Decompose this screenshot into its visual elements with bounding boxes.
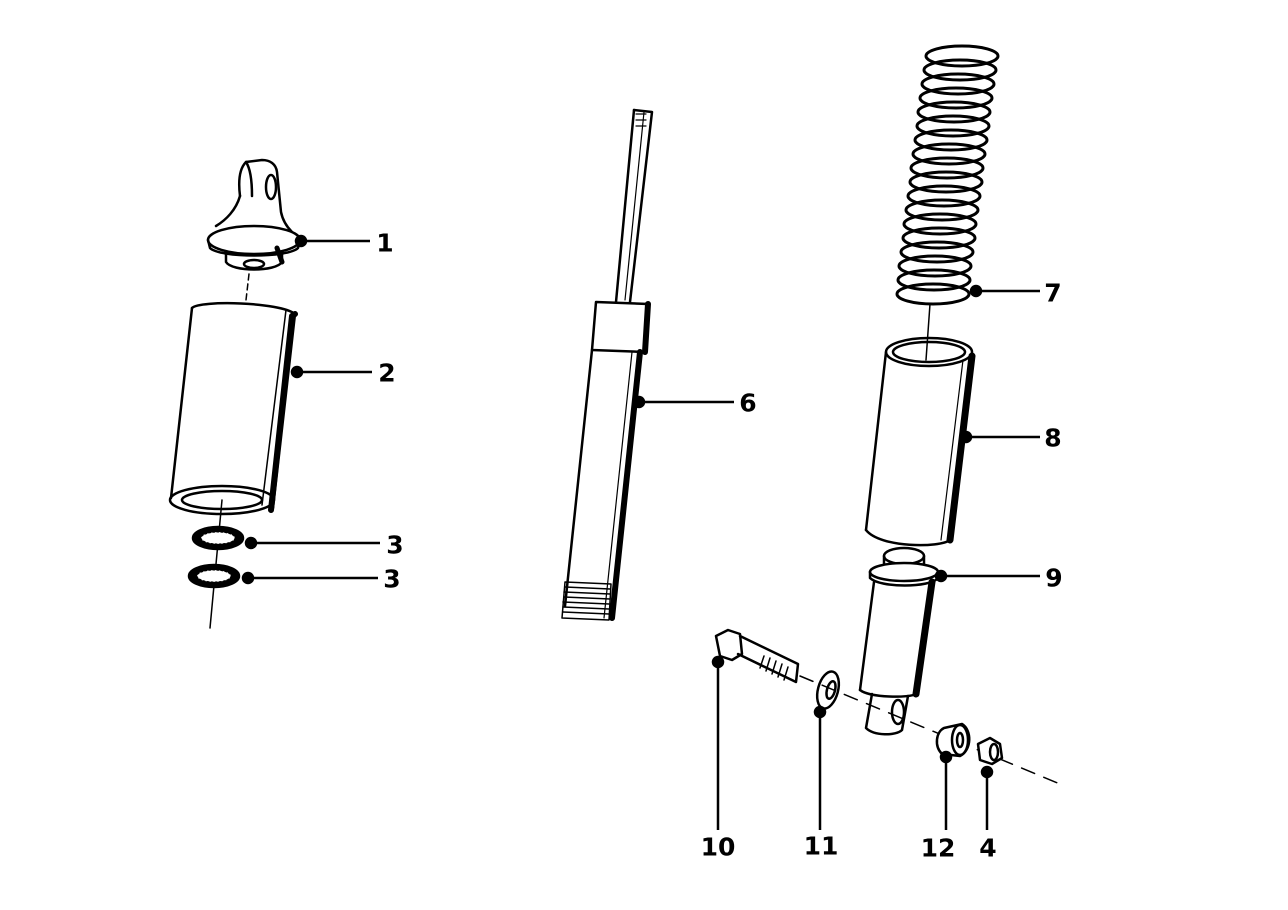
callout-label-10: 10: [700, 832, 736, 862]
leader-2: [290, 365, 372, 379]
leader-4: [980, 765, 994, 830]
part-8-outer-tube-icon: [864, 336, 976, 547]
callout-label-3-upper: 3: [386, 530, 404, 560]
part-6-shock-absorber-icon: [561, 108, 654, 621]
callout-label-12: 12: [920, 833, 956, 863]
callout-label-2: 2: [378, 358, 396, 388]
leader-12: [939, 750, 953, 830]
leader-10: [711, 655, 725, 830]
leader-11: [813, 705, 827, 830]
leader-3a: [244, 536, 380, 550]
leader-8: [959, 430, 1040, 444]
callout-label-4: 4: [979, 833, 997, 863]
part-4-hex-nut-icon: [976, 736, 1004, 766]
axis-line-left: [245, 273, 250, 301]
part-11-washer-icon: [815, 670, 841, 710]
callout-label-7: 7: [1044, 278, 1062, 308]
leader-9: [934, 569, 1040, 583]
leader-1: [294, 234, 370, 248]
callout-label-9: 9: [1045, 563, 1063, 593]
leader-7: [969, 284, 1040, 298]
leader-3b: [241, 571, 378, 585]
callout-label-11: 11: [803, 831, 839, 861]
part-10-hex-bolt-icon: [714, 628, 800, 684]
part-3-washer-lower-icon: [187, 563, 241, 589]
callout-label-8: 8: [1044, 423, 1062, 453]
thread-bottom: [561, 581, 612, 621]
leader-6: [632, 395, 734, 409]
callout-label-3-lower: 3: [383, 564, 401, 594]
axis-line-right: [925, 303, 931, 361]
callout-label-1: 1: [376, 228, 394, 258]
part-2-protective-tube-icon: [168, 301, 298, 516]
callout-label-6: 6: [739, 388, 757, 418]
part-3-washer-upper-icon: [191, 525, 245, 551]
part-12-bushing-icon: [935, 722, 971, 758]
part-1-upper-mount-icon: [206, 158, 302, 271]
part-7-coil-spring-icon: [895, 44, 1000, 306]
